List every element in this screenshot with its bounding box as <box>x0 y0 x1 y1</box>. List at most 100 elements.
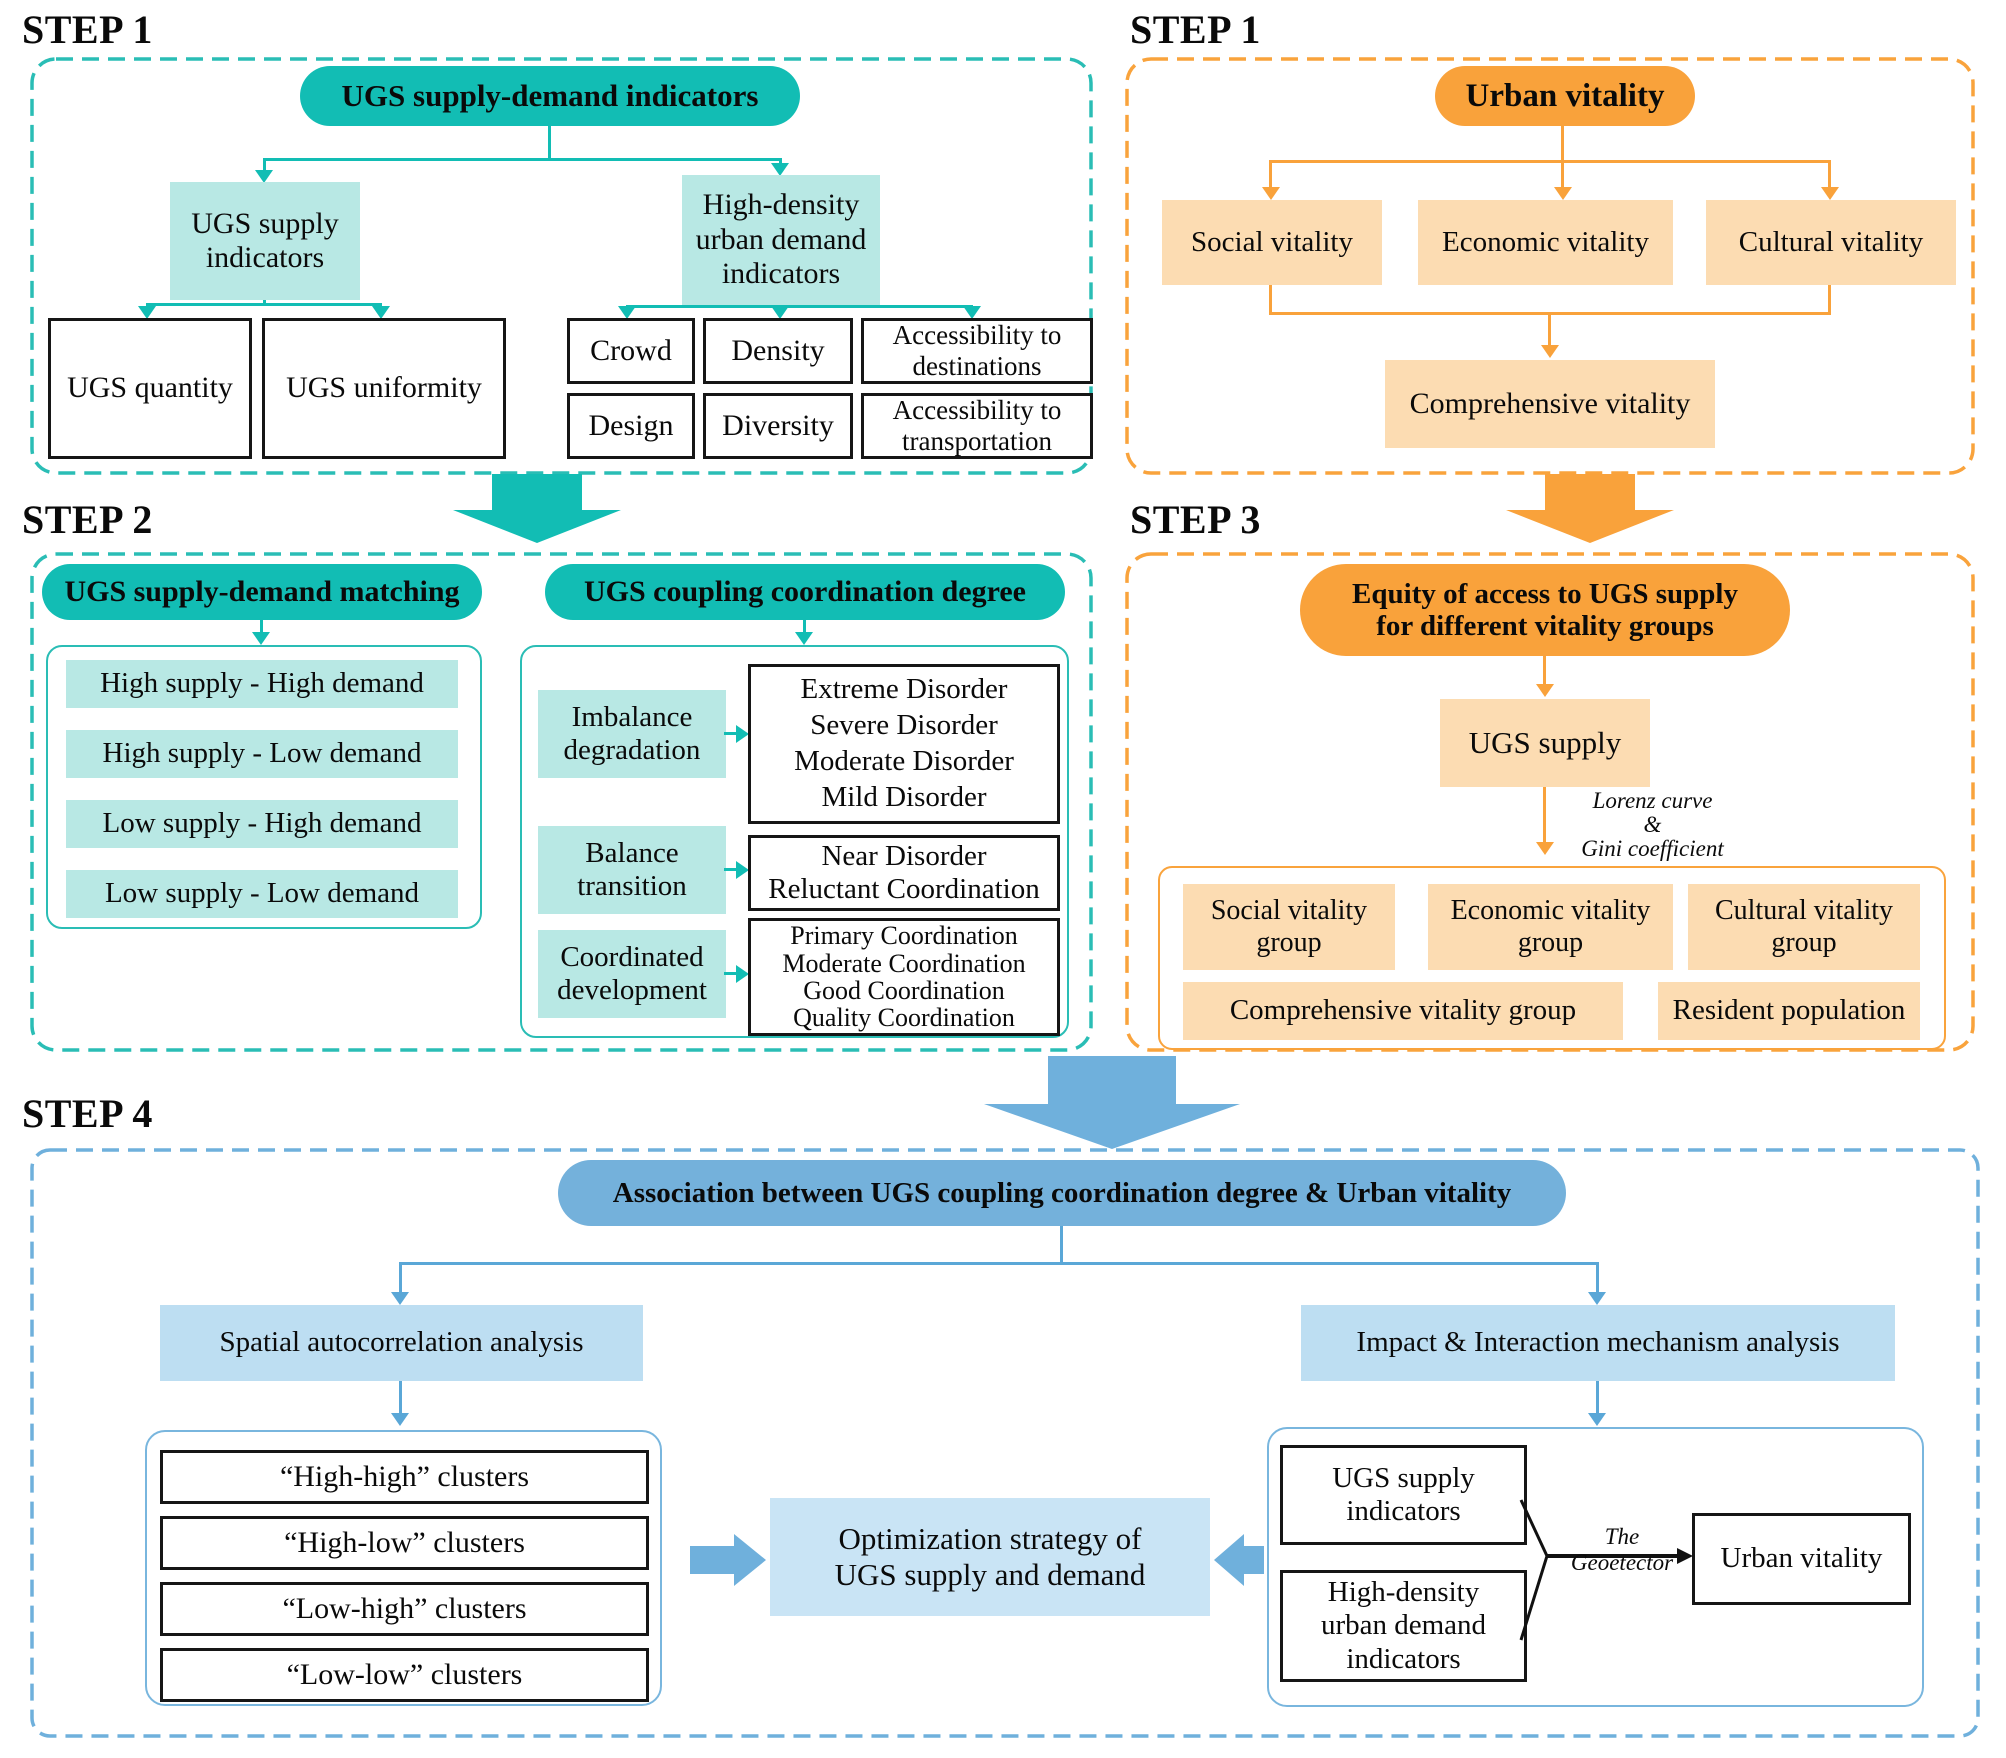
connector-line <box>1596 1262 1599 1293</box>
geodetector-note: The Geoetector <box>1570 1524 1674 1575</box>
cultural-vitality-group-box: Cultural vitality group <box>1688 884 1920 970</box>
comprehensive-vitality-box: Comprehensive vitality <box>1385 360 1715 448</box>
matching-item: High supply - Low demand <box>66 730 458 778</box>
arrowhead-down-icon <box>1536 842 1554 855</box>
arrowhead-down-icon <box>771 163 789 176</box>
disorder-list-box: Extreme Disorder Severe Disorder Moderat… <box>748 664 1060 824</box>
flow-arrow-down-blue-icon <box>984 1056 1240 1149</box>
arrow-shaft <box>690 1546 736 1574</box>
social-vitality-box: Social vitality <box>1162 200 1382 285</box>
imbalance-degradation-label: Imbalance degradation <box>538 690 726 778</box>
ugs-coupling-coordination-pill: UGS coupling coordination degree <box>545 564 1065 620</box>
economic-vitality-box: Economic vitality <box>1418 200 1673 285</box>
resident-population-box: Resident population <box>1658 982 1920 1040</box>
connector-line <box>264 158 781 161</box>
ugs-supply-demand-indicators-pill: UGS supply-demand indicators <box>300 66 800 126</box>
flow-arrow-left-icon <box>1214 1534 1264 1586</box>
connector-line <box>779 158 782 165</box>
coordination-list-box: Primary Coordination Moderate Coordinati… <box>748 918 1060 1036</box>
arrow-shaft <box>1048 1056 1176 1104</box>
high-density-demand-input-box: High-density urban demand indicators <box>1280 1570 1527 1682</box>
cluster-item: “Low-low” clusters <box>160 1648 649 1702</box>
urban-vitality-pill: Urban vitality <box>1435 66 1695 126</box>
high-density-demand-indicators-box: High-density urban demand indicators <box>682 175 880 305</box>
accessibility-destinations-box: Accessibility to destinations <box>861 318 1093 384</box>
flow-arrow-right-icon <box>690 1534 766 1586</box>
connector-line <box>399 1381 402 1415</box>
arrowhead-down-icon <box>1821 187 1839 200</box>
connector-line <box>724 972 738 975</box>
connector-line <box>1828 160 1831 188</box>
arrowhead-right-icon <box>736 965 749 983</box>
arrowhead-down-icon <box>1262 187 1280 200</box>
ugs-uniformity-box: UGS uniformity <box>262 318 506 459</box>
lorenz-gini-note: Lorenz curve & Gini coefficient <box>1581 788 1724 862</box>
step2-label: STEP 2 <box>22 497 153 542</box>
arrow-head <box>453 510 621 543</box>
connector-line <box>1548 312 1551 346</box>
comprehensive-vitality-group-box: Comprehensive vitality group <box>1183 982 1623 1040</box>
impact-interaction-box: Impact & Interaction mechanism analysis <box>1301 1305 1895 1381</box>
connector-line <box>400 1262 1599 1265</box>
cluster-item: “High-low” clusters <box>160 1516 649 1570</box>
arrowhead-down-icon <box>1588 1292 1606 1305</box>
step1-left-label: STEP 1 <box>22 7 153 52</box>
connector-line <box>1561 126 1564 160</box>
connector-line <box>399 1262 402 1293</box>
arrowhead-down-icon <box>1541 345 1559 358</box>
connector-line <box>1561 160 1564 188</box>
social-vitality-group-box: Social vitality group <box>1183 884 1395 970</box>
connector-line <box>548 126 551 158</box>
connector-line <box>724 732 738 735</box>
connector-line <box>1269 160 1272 188</box>
arrowhead-right-icon <box>736 725 749 743</box>
arrowhead-down-icon <box>1554 187 1572 200</box>
connector-line <box>724 868 738 871</box>
cluster-item: “High-high” clusters <box>160 1450 649 1504</box>
spatial-autocorrelation-box: Spatial autocorrelation analysis <box>160 1305 643 1381</box>
arrowhead-down-icon <box>255 170 273 183</box>
association-pill: Association between UGS coupling coordin… <box>558 1160 1566 1226</box>
coordinated-development-label: Coordinated development <box>538 930 726 1018</box>
arrowhead-down-icon <box>618 306 636 319</box>
arrowhead-right-icon <box>736 861 749 879</box>
cultural-vitality-box: Cultural vitality <box>1706 200 1956 285</box>
arrowhead-down-icon <box>1588 1413 1606 1426</box>
connector-line <box>1543 787 1546 843</box>
accessibility-transportation-box: Accessibility to transportation <box>861 393 1093 459</box>
connector-line <box>263 158 266 172</box>
arrowhead-down-icon <box>372 306 390 319</box>
cluster-item: “Low-high” clusters <box>160 1582 649 1636</box>
step1-right-label: STEP 1 <box>1130 7 1261 52</box>
arrow-shaft <box>1545 474 1635 510</box>
equity-access-pill: Equity of access to UGS supply for diffe… <box>1300 564 1790 656</box>
arrowhead-down-icon <box>795 632 813 645</box>
connector-line <box>1269 160 1831 163</box>
connector-line <box>1060 1226 1063 1262</box>
connector-line <box>1596 1381 1599 1415</box>
balance-transition-label: Balance transition <box>538 826 726 914</box>
arrow-shaft <box>492 474 582 510</box>
connector-line <box>260 620 263 634</box>
connector-line <box>263 300 266 305</box>
optimization-strategy-box: Optimization strategy of UGS supply and … <box>770 1498 1210 1616</box>
ugs-supply-indicators-input-box: UGS supply indicators <box>1280 1445 1527 1545</box>
matching-item: Low supply - High demand <box>66 800 458 848</box>
step3-label: STEP 3 <box>1130 497 1261 542</box>
connector-line <box>146 303 382 306</box>
connector-line <box>803 620 806 634</box>
arrowhead-down-icon <box>138 306 156 319</box>
arrowhead-down-icon <box>963 306 981 319</box>
arrowhead-down-icon <box>252 632 270 645</box>
connector-line <box>626 305 973 308</box>
arrow-shaft <box>1242 1546 1264 1574</box>
connector-line <box>1828 285 1831 315</box>
ugs-supply-box: UGS supply <box>1440 699 1650 787</box>
arrowhead-down-icon <box>391 1292 409 1305</box>
ugs-supply-demand-matching-pill: UGS supply-demand matching <box>42 564 482 620</box>
ugs-quantity-box: UGS quantity <box>48 318 252 459</box>
matching-item: High supply - High demand <box>66 660 458 708</box>
connector-line <box>1269 285 1272 315</box>
step4-label: STEP 4 <box>22 1091 153 1136</box>
